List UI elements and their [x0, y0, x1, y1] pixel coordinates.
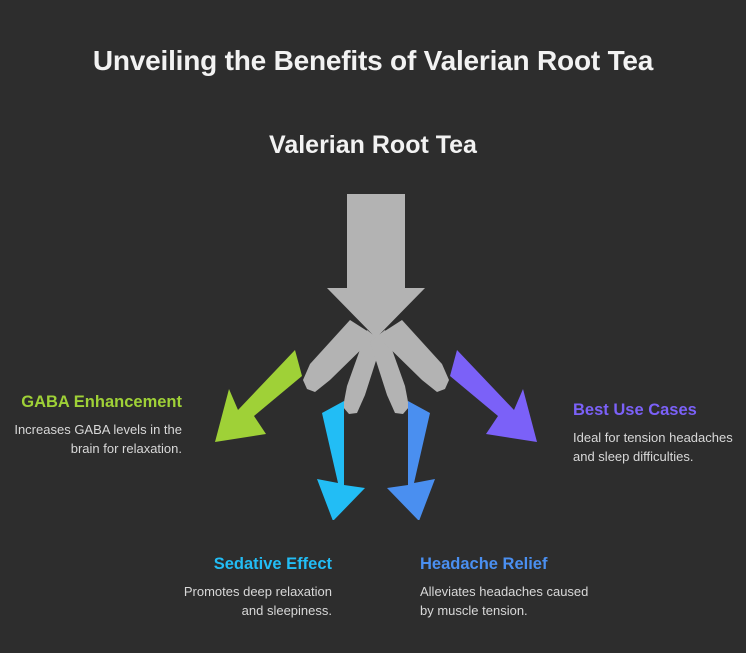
branch-stem-headache — [370, 330, 409, 414]
branch-body-headache: Alleviates headaches caused by muscle te… — [420, 584, 589, 619]
branching-arrow-diagram — [215, 194, 537, 520]
branch-node-bestuse: Best Use Cases Ideal for tension headach… — [573, 400, 741, 467]
branch-heading-sedative: Sedative Effect — [213, 555, 332, 573]
arrow-gaba — [215, 350, 302, 442]
branch-heading-bestuse: Best Use Cases — [573, 401, 697, 419]
branch-stem-sedative — [343, 330, 382, 414]
diagram-center-label: Valerian Root Tea — [269, 131, 477, 159]
branch-body-sedative: Promotes deep relaxation and sleepiness. — [183, 584, 332, 619]
trunk-arrow-shape — [327, 194, 425, 338]
arrow-bestuse — [450, 350, 537, 442]
branch-heading-gaba: GABA Enhancement — [21, 393, 182, 411]
branch-body-bestuse: Ideal for tension headaches and sleep di… — [573, 430, 733, 465]
page-title: Unveiling the Benefits of Valerian Root … — [92, 45, 654, 76]
branch-stem-gaba — [303, 320, 375, 392]
branch-node-headache: Headache Relief Alleviates headaches cau… — [420, 554, 600, 621]
branch-heading-headache: Headache Relief — [420, 555, 548, 573]
branch-body-gaba: Increases GABA levels in the brain for r… — [14, 422, 182, 457]
branch-node-sedative: Sedative Effect Promotes deep relaxation… — [160, 554, 332, 621]
arrow-headache — [387, 401, 435, 520]
branch-stem-bestuse — [377, 320, 449, 392]
branch-node-gaba: GABA Enhancement Increases GABA levels i… — [14, 392, 182, 459]
arrow-sedative — [317, 401, 365, 520]
